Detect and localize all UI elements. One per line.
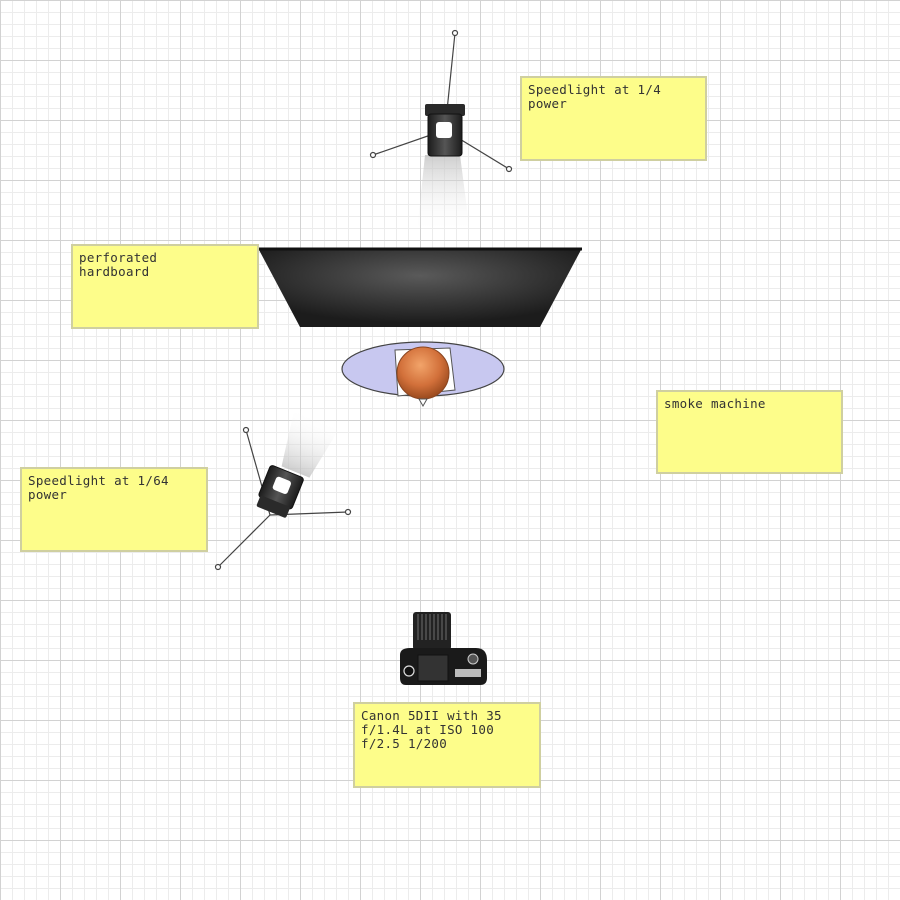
note-camera[interactable]: Canon 5DII with 35 f/1.4L at ISO 100 f/2… [353, 702, 541, 788]
note-smoke-machine[interactable]: smoke machine [656, 390, 843, 474]
note-speedlight-left[interactable]: Speedlight at 1/64 power [20, 467, 208, 552]
note-hardboard[interactable]: perforated hardboard [71, 244, 259, 329]
hardboard-panel-icon[interactable] [258, 247, 582, 327]
speedlight-left-icon[interactable] [214, 407, 352, 571]
note-speedlight-top[interactable]: Speedlight at 1/4 power [520, 76, 707, 161]
subject-icon[interactable] [341, 341, 505, 408]
camera-icon[interactable] [400, 612, 487, 685]
speedlight-top-icon[interactable] [369, 29, 513, 233]
